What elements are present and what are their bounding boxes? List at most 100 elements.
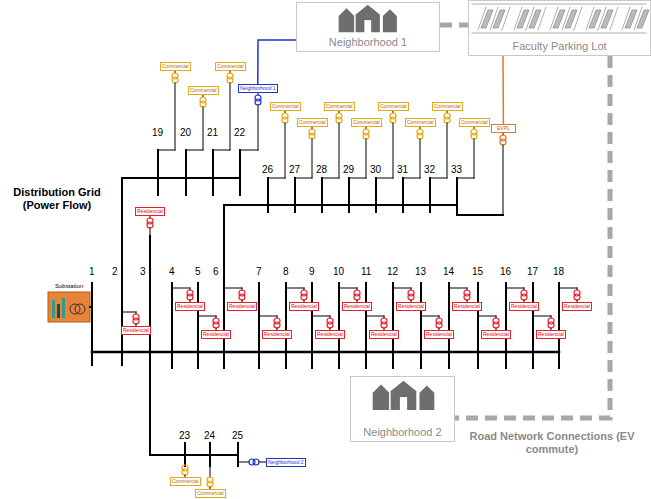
residential-load-box: Residencial: [452, 302, 482, 311]
wire: [474, 139, 475, 178]
parking-curb: [472, 33, 646, 34]
bus-bar: [197, 283, 199, 368]
bus-number: 2: [112, 266, 118, 278]
bus-bar: [91, 283, 93, 365]
parked-car: [553, 10, 565, 28]
wire: [349, 178, 366, 179]
commercial-load-box: Commercial: [170, 477, 201, 486]
residential-load-box: Residencial: [342, 302, 372, 311]
node-text: Neighborhood 1: [240, 85, 276, 91]
node-text: Residencial: [483, 331, 509, 337]
wire: [322, 178, 339, 179]
bus-bar: [365, 283, 367, 368]
node-text: Residencial: [317, 331, 343, 337]
commercial-load-box: Commercial: [215, 62, 246, 71]
wire: [420, 139, 421, 178]
wire: [240, 150, 258, 151]
node-text: Residencial: [264, 331, 290, 337]
wire: [286, 288, 304, 289]
wire: [259, 316, 277, 317]
bus-number: 8: [283, 266, 289, 278]
substation-label: Substation: [55, 283, 83, 290]
wire: [449, 288, 467, 289]
wire: [559, 288, 577, 289]
wire: [259, 462, 266, 463]
bus-bar: [375, 178, 377, 212]
node-text: Commercial: [380, 103, 407, 109]
wire: [203, 107, 204, 150]
node-text: Residencial: [291, 303, 317, 309]
bus-bar: [237, 443, 239, 466]
node-text: Residencial: [538, 331, 564, 337]
transformer-coil: [274, 322, 280, 328]
wire: [393, 288, 411, 289]
node-text: Neighborhood 2: [363, 426, 441, 439]
commercial-load-box: Commercial: [432, 102, 463, 111]
transformer-coil: [200, 101, 206, 107]
transformer-coil: [133, 318, 139, 324]
bus-number: 33: [451, 164, 462, 176]
wire: [258, 105, 259, 150]
wire: [376, 178, 393, 179]
bus-bar: [157, 150, 159, 195]
commercial-load-box: Commercial: [297, 118, 328, 127]
transformer-coil: [574, 294, 580, 300]
bus-bar: [321, 178, 323, 212]
transformer-coil: [390, 117, 396, 123]
residential-load-box: Residencial: [121, 326, 151, 335]
node-text: Residencial: [177, 303, 203, 309]
bus-bar: [429, 178, 431, 212]
node-text: Commercial: [172, 478, 199, 484]
road-connection: [440, 23, 468, 28]
transformer-coil: [213, 322, 219, 328]
bus-bar: [532, 283, 534, 368]
area-panel: Neighborhood 1: [296, 2, 440, 52]
bus-number: 17: [527, 266, 538, 278]
wire: [403, 178, 420, 179]
bus-bar: [311, 283, 313, 368]
transformer-coil: [521, 294, 527, 300]
wire: [339, 288, 357, 289]
transformer-coil: [493, 322, 499, 328]
parking-stall: [538, 7, 546, 30]
bus-number: 14: [443, 266, 454, 278]
bus-number: 12: [387, 266, 398, 278]
bus-number: 32: [424, 164, 435, 176]
feeder-line: [258, 40, 296, 84]
node-text: Residencial: [137, 208, 163, 214]
bus-number: 10: [333, 266, 344, 278]
transformer-coil: [227, 77, 233, 83]
evpl-feeder: [457, 214, 503, 216]
parked-car: [637, 10, 649, 28]
residential-load-box: Residencial: [562, 302, 592, 311]
residential-load-box: Residencial: [481, 330, 511, 339]
bus-bar: [392, 283, 394, 368]
commercial-load-box: Commercial: [195, 489, 226, 498]
wire: [230, 83, 231, 150]
bus-bar: [402, 178, 404, 212]
bus-bar: [294, 178, 296, 212]
node-text: Residencial: [564, 303, 590, 309]
parking-stall: [610, 7, 618, 30]
transformer-coil: [354, 294, 360, 300]
parked-car: [493, 10, 505, 28]
bus-bar: [171, 283, 173, 368]
wire: [268, 178, 285, 179]
bus-number: 23: [179, 430, 190, 442]
node-text: Residencial: [344, 303, 370, 309]
transformer-coil: [327, 322, 333, 328]
node-text: Residencial: [371, 331, 397, 337]
bus-number: 26: [262, 164, 273, 176]
wire: [447, 123, 448, 178]
transformer-coil: [336, 117, 342, 123]
wire: [339, 123, 340, 178]
wire: [430, 178, 447, 179]
parked-car: [529, 10, 541, 28]
bus-number: 25: [232, 430, 243, 442]
wire: [198, 316, 216, 317]
wire: [186, 150, 203, 151]
wire: [457, 215, 503, 216]
wire: [213, 150, 230, 151]
